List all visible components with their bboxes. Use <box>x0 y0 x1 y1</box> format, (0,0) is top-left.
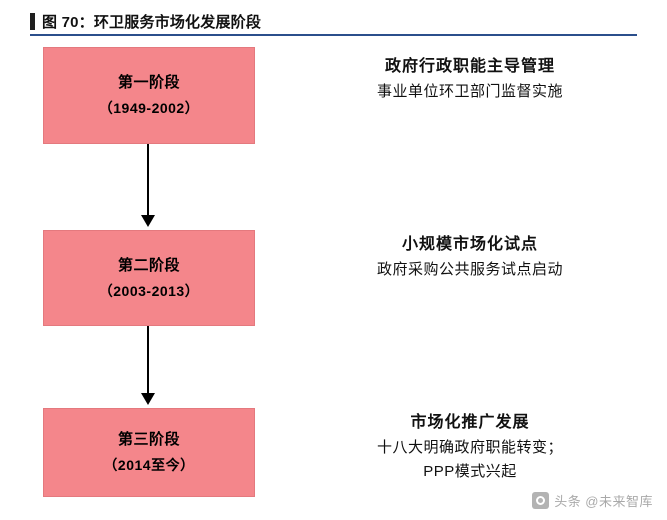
stage-3-description: 市场化推广发展 十八大明确政府职能转变； PPP模式兴起 <box>305 410 635 485</box>
stage-3-desc-sub-line2: PPP模式兴起 <box>423 463 517 481</box>
stage-box-3: 第三阶段 （2014至今） <box>43 408 255 497</box>
stage-2-period: （2003-2013） <box>98 282 200 299</box>
stage-3-desc-sub-line1: 十八大明确政府职能转变； <box>376 438 563 456</box>
stage-3-desc-head: 市场化推广发展 <box>410 414 530 431</box>
stage-1-desc-sub: 事业单位环卫部门监督实施 <box>376 82 563 100</box>
watermark-text: 头条 @未来智库 <box>554 494 653 509</box>
stage-1-description: 政府行政职能主导管理 事业单位环卫部门监督实施 <box>305 54 635 104</box>
watermark-logo-icon <box>532 492 550 509</box>
stage-3-period: （2014至今） <box>103 457 195 474</box>
title-divider <box>30 34 637 36</box>
stage-1-name: 第一阶段 <box>117 74 180 92</box>
arrow-head-icon <box>141 393 155 405</box>
arrow-stage1-to-stage2 <box>141 144 155 227</box>
arrow-head-icon <box>141 215 155 227</box>
arrow-stage2-to-stage3 <box>141 326 155 405</box>
figure-title-bar: 图 70：环卫服务市场化发展阶段 <box>30 8 637 34</box>
watermark: 头条 @未来智库 <box>532 491 653 510</box>
stage-3-name: 第三阶段 <box>117 431 180 449</box>
stage-box-2: 第二阶段 （2003-2013） <box>43 230 255 326</box>
stage-2-desc-head: 小规模市场化试点 <box>401 236 538 253</box>
title-marker <box>30 12 35 30</box>
stage-2-description: 小规模市场化试点 政府采购公共服务试点启动 <box>305 232 635 282</box>
stage-box-1: 第一阶段 （1949-2002） <box>43 47 255 144</box>
stage-1-desc-head: 政府行政职能主导管理 <box>384 58 555 75</box>
stage-1-period: （1949-2002） <box>98 100 200 117</box>
diagram-canvas: 第一阶段 （1949-2002） 第二阶段 （2003-2013） 第三阶段 （… <box>0 40 667 520</box>
stage-2-name: 第二阶段 <box>117 256 180 274</box>
figure-title: 图 70：环卫服务市场化发展阶段 <box>42 13 262 31</box>
stage-2-desc-sub: 政府采购公共服务试点启动 <box>376 260 563 278</box>
